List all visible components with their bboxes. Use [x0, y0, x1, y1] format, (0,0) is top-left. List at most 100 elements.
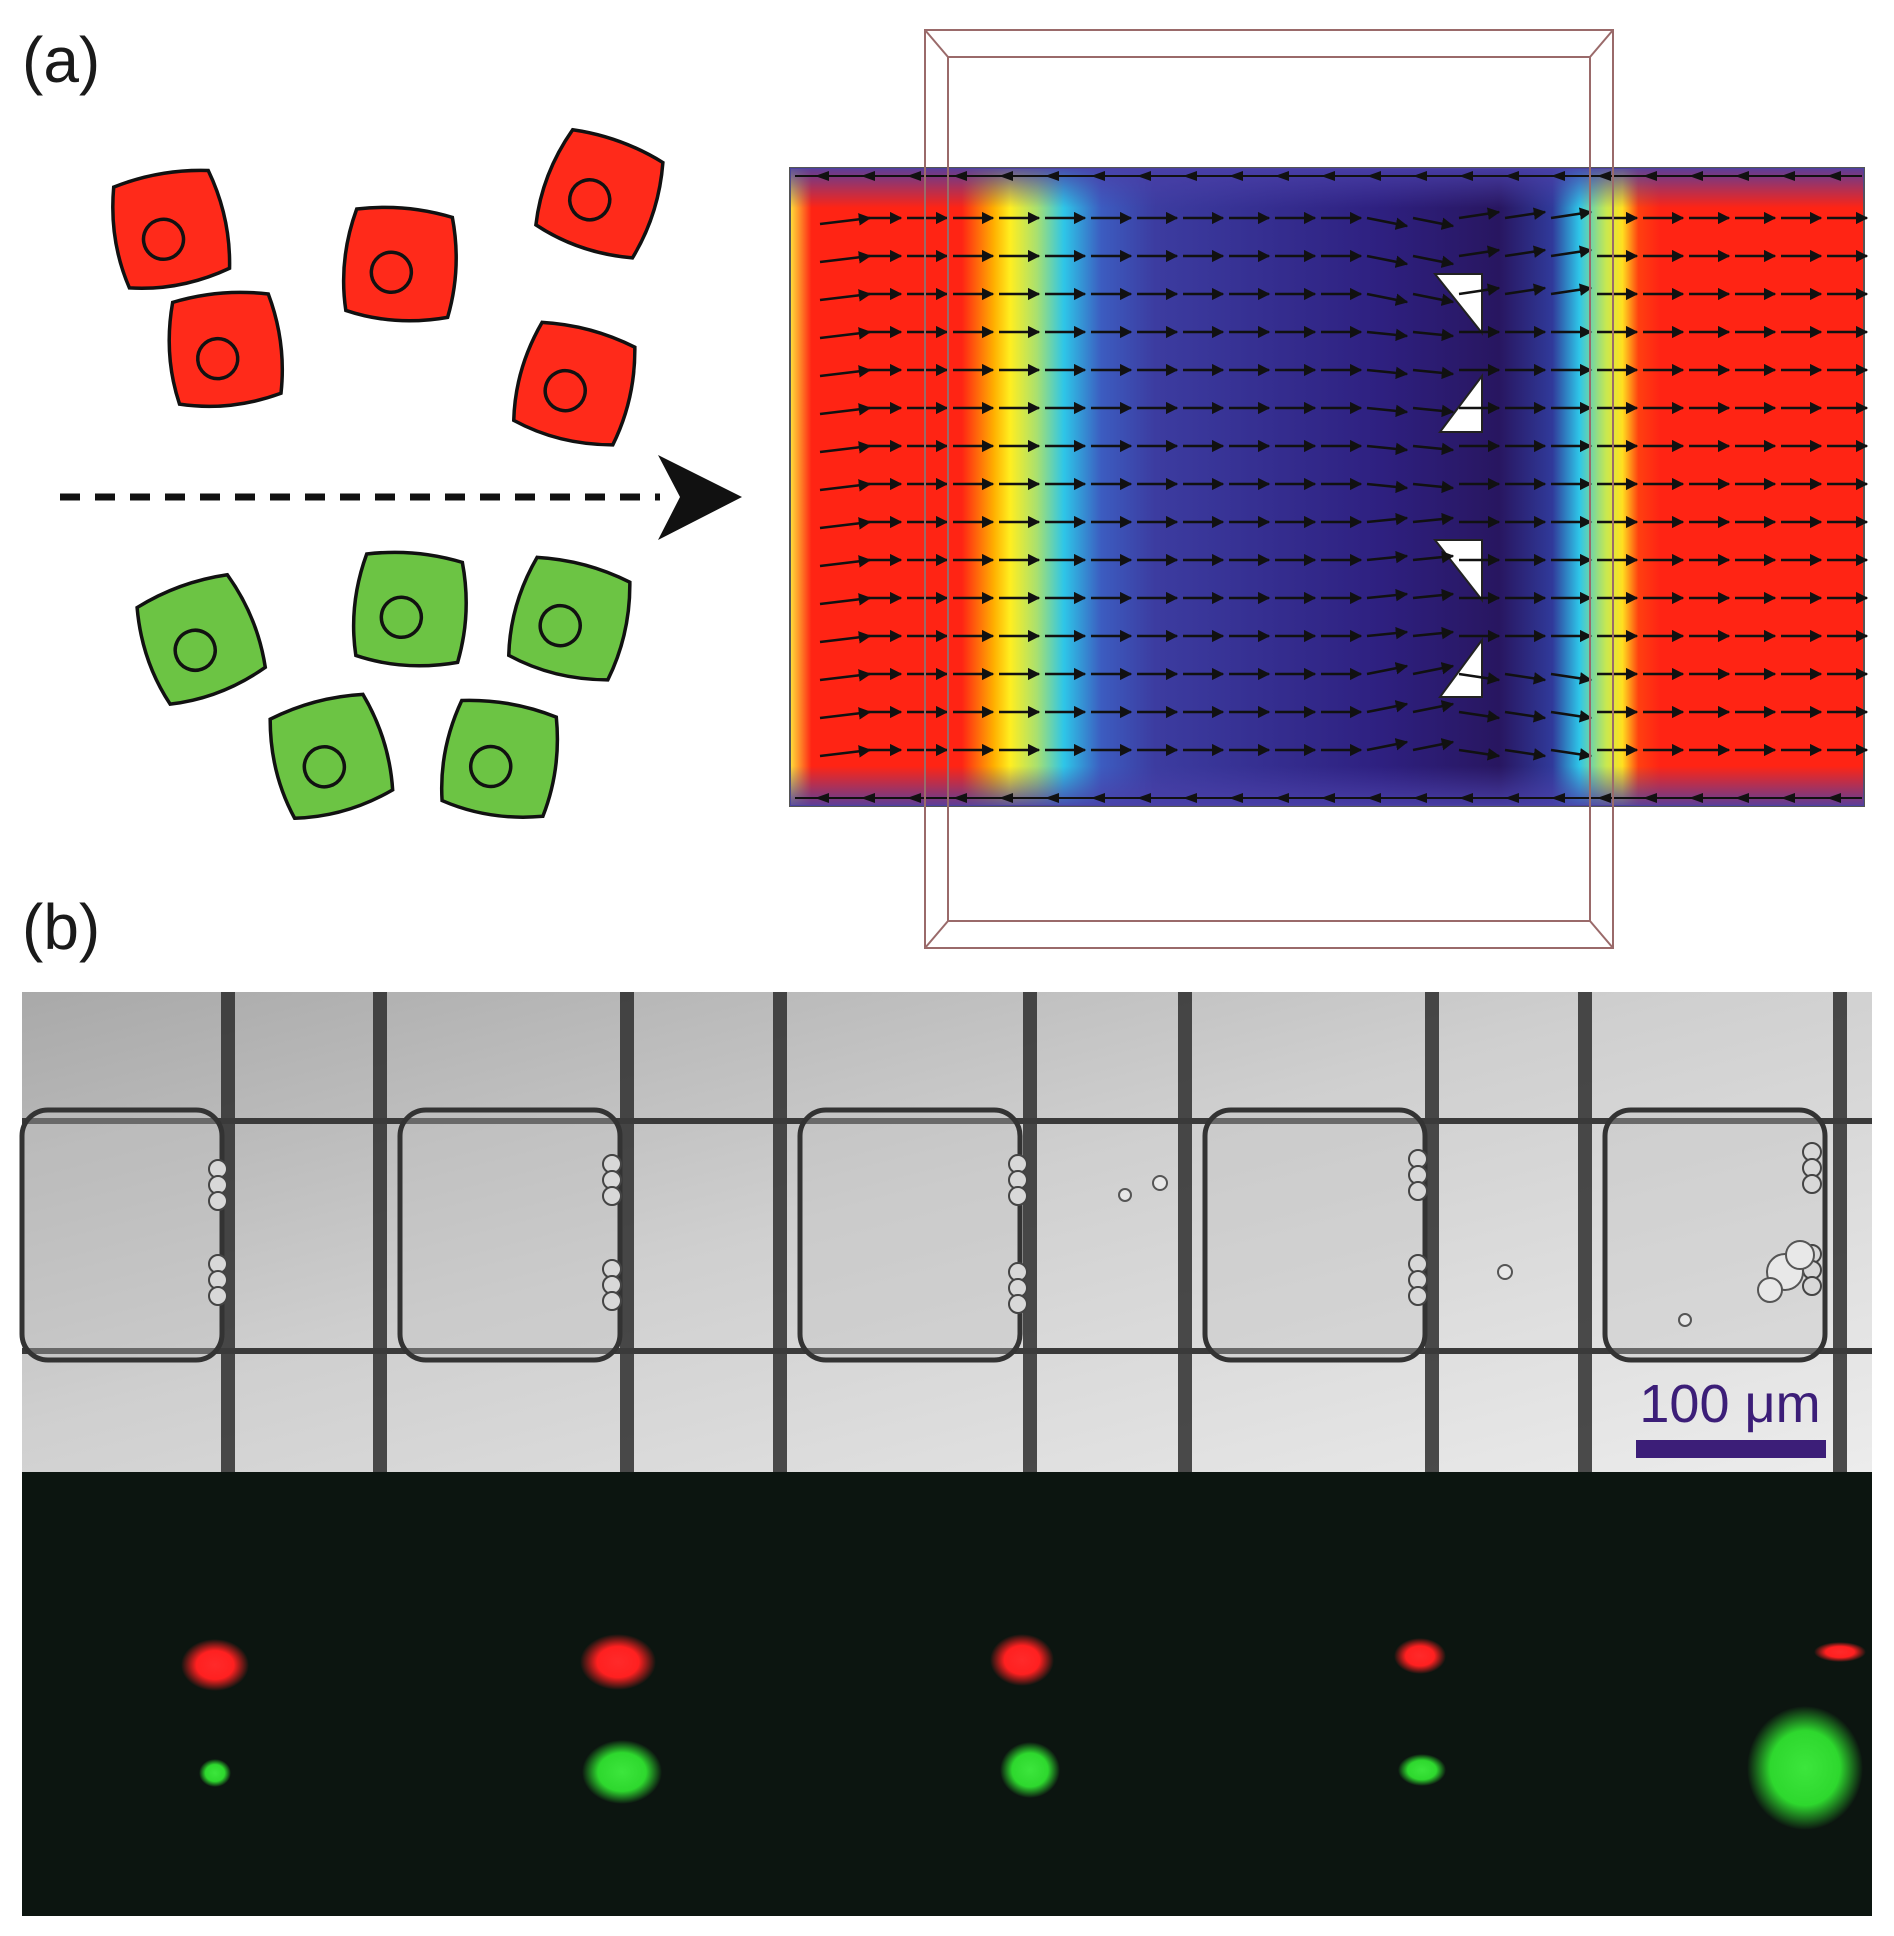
trapped-cell: [1008, 1294, 1028, 1314]
flow-arrow: [1183, 171, 1197, 181]
red-cell: [511, 320, 637, 447]
flow-arrow: [1504, 672, 1547, 685]
scale-bar: 100 μm: [1636, 1374, 1826, 1458]
flow-arrow: [1412, 738, 1455, 752]
trapped-cell: [1802, 1174, 1822, 1194]
flow-arrow: [1458, 283, 1501, 296]
flow-arrow: [1412, 550, 1455, 564]
red-fluorescent-cell: [580, 1634, 656, 1690]
flow-arrow: [1229, 171, 1243, 181]
green-cell: [506, 555, 632, 682]
flow-arrow: [1366, 404, 1409, 418]
flow-arrow: [1458, 245, 1501, 258]
trapped-cell: [602, 1186, 622, 1206]
green-fluorescent-cell: [1398, 1754, 1446, 1786]
green-fluorescent-cell: [582, 1740, 662, 1804]
scale-bar-line: [1636, 1440, 1826, 1458]
flow-arrow: [953, 793, 967, 803]
trap-chamber: [19, 1107, 225, 1363]
flow-arrow: [1366, 442, 1409, 456]
fluorescent-cells: [181, 1634, 1866, 1830]
flow-arrow: [1504, 245, 1547, 258]
trap-post-2: [1438, 373, 1483, 433]
flow-arrow: [1504, 283, 1547, 296]
flow-arrow: [1366, 216, 1409, 230]
green-fluorescent-cell: [199, 1759, 231, 1787]
red-fluorescent-cell: [1394, 1638, 1446, 1674]
flow-arrow: [953, 171, 967, 181]
flow-arrow: [1412, 700, 1455, 714]
flow-arrow: [1412, 512, 1455, 526]
flow-arrow: [1137, 793, 1151, 803]
red-fluorescent-cell: [181, 1639, 249, 1691]
dashed-arrow: [60, 455, 742, 540]
cell-nucleus: [369, 250, 414, 295]
flow-arrow: [1550, 710, 1593, 723]
cell-nucleus: [195, 336, 240, 381]
flow-arrow: [1458, 207, 1501, 220]
green-cell: [268, 692, 395, 821]
green-cell: [439, 698, 560, 819]
flow-arrow: [1689, 171, 1703, 181]
flow-arrow: [861, 793, 875, 803]
flow-arrow: [1689, 793, 1703, 803]
flow-arrow: [1412, 588, 1455, 602]
flow-arrow: [1091, 793, 1105, 803]
channel-wall: [1178, 992, 1192, 1472]
flow-arrow: [999, 793, 1013, 803]
trapped-cell: [602, 1291, 622, 1311]
red-cell: [167, 290, 285, 409]
trap-chamber: [1202, 1107, 1428, 1363]
debris-cell: [1678, 1313, 1692, 1327]
flow-arrow: [1321, 793, 1335, 803]
flow-arrow: [1412, 216, 1455, 230]
flow-arrow: [1367, 171, 1381, 181]
flow-arrow: [1412, 442, 1455, 456]
flow-arrow: [1550, 748, 1593, 761]
red-cell: [341, 205, 458, 323]
debris-cell: [1757, 1277, 1783, 1303]
domain-box: [924, 29, 1614, 949]
scale-bar-label: 100 μm: [1639, 1374, 1820, 1434]
flow-arrow: [1366, 700, 1409, 714]
flow-arrow: [1091, 171, 1105, 181]
flow-arrow: [1458, 710, 1501, 723]
cell-nucleus: [379, 595, 424, 640]
flow-arrow: [1550, 672, 1593, 685]
flow-arrow: [1321, 171, 1335, 181]
cell-nucleus: [468, 744, 513, 789]
flow-arrow: [1366, 254, 1409, 268]
red-cell: [111, 168, 232, 291]
cell-nucleus: [302, 745, 347, 789]
flow-arrow: [1412, 662, 1455, 676]
flow-arrow: [999, 171, 1013, 181]
channel-wall: [773, 992, 787, 1472]
channel-wall: [1578, 992, 1592, 1472]
red-fluorescent-cell: [990, 1634, 1054, 1686]
cell-nucleus: [141, 217, 186, 262]
flow-arrow: [1412, 626, 1455, 640]
flow-arrow: [815, 793, 829, 803]
flow-arrow: [1505, 793, 1519, 803]
flow-arrow: [1550, 283, 1593, 296]
flow-arrow: [1366, 550, 1409, 564]
flow-arrow: [1550, 207, 1593, 220]
green-fluorescent-cell: [1000, 1742, 1060, 1798]
trap-post-1: [1432, 273, 1483, 336]
trap-post-4: [1438, 636, 1483, 698]
debris-cell: [1785, 1240, 1815, 1270]
debris-cell: [1497, 1264, 1513, 1280]
flow-arrow: [1735, 793, 1749, 803]
flow-arrow: [1366, 366, 1409, 380]
flow-arrow: [1045, 793, 1059, 803]
flow-arrow: [1275, 171, 1289, 181]
flow-arrow: [1183, 793, 1197, 803]
panel-a-label: (a): [22, 24, 101, 96]
green-fluorescent-cell: [1747, 1706, 1863, 1830]
trapped-cell: [1008, 1186, 1028, 1206]
cell-nucleus: [567, 178, 612, 222]
flow-arrow: [1413, 171, 1427, 181]
panel-b-label: (b): [22, 891, 101, 963]
